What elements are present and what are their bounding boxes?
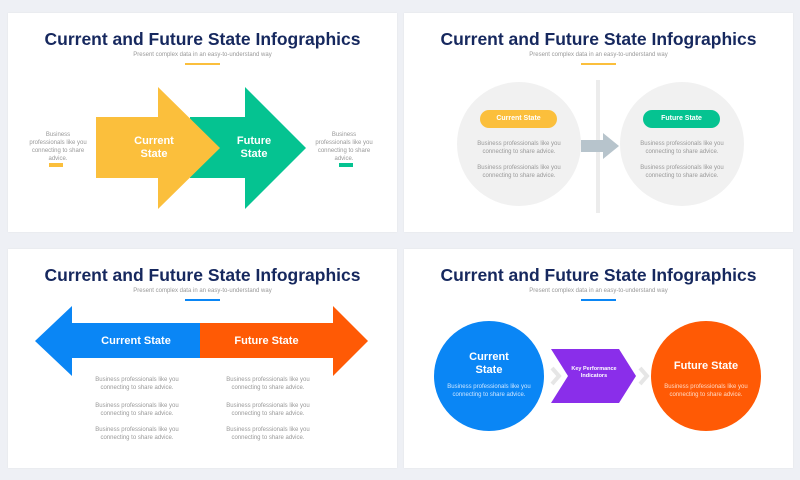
slide-title: Current and Future State Infographics	[440, 29, 757, 49]
current-description: Business professionals like you connecti…	[447, 384, 531, 398]
kpi-label: Key Performance Indicators	[571, 366, 617, 379]
future-description-1: Business professionals like you connecti…	[640, 141, 724, 155]
circles-graphic	[457, 80, 744, 213]
slide-title: Current and Future State Infographics	[44, 29, 361, 49]
slide-subtitle: Present complex data in an easy-to-under…	[529, 52, 668, 58]
arrow-right-icon	[581, 133, 619, 159]
future-state-arrow	[200, 306, 368, 376]
current-state-arrow	[96, 87, 220, 209]
title-underline	[185, 299, 220, 301]
current-state-circle	[434, 321, 544, 431]
title-underline	[581, 63, 616, 65]
future-state-pill: Future State	[643, 110, 720, 128]
kpi-graphic	[434, 321, 761, 431]
chevron-right-icon	[550, 366, 562, 386]
future-state-circle	[651, 321, 761, 431]
future-state-label: Future State	[234, 335, 299, 347]
slide-3[interactable]: Current and Future State Infographics Pr…	[8, 249, 397, 468]
right-description: Business professionals like you connecti…	[315, 132, 373, 162]
yellow-marker	[49, 163, 63, 167]
slide-subtitle: Present complex data in an easy-to-under…	[133, 52, 272, 58]
current-description-2: Business professionals like you connecti…	[95, 403, 179, 417]
current-state-pill: Current State	[480, 110, 557, 128]
slide-title: Current and Future State Infographics	[44, 265, 361, 285]
green-marker	[339, 163, 353, 167]
current-state-label: Current State	[134, 135, 174, 160]
title-underline	[185, 63, 220, 65]
current-state-arrow	[35, 306, 200, 376]
slide-2[interactable]: Current and Future State Infographics Pr…	[404, 13, 793, 232]
future-description-3: Business professionals like you connecti…	[226, 427, 310, 441]
future-description-1: Business professionals like you connecti…	[226, 377, 310, 391]
title-underline	[581, 299, 616, 301]
slide-1[interactable]: Current and Future State Infographics Pr…	[8, 13, 397, 232]
slide-subtitle: Present complex data in an easy-to-under…	[133, 288, 272, 294]
arrows-graphic	[49, 87, 353, 209]
slide-title: Current and Future State Infographics	[440, 265, 757, 285]
future-description-2: Business professionals like you connecti…	[640, 165, 724, 179]
current-state-label: Current State	[101, 335, 171, 347]
current-description-1: Business professionals like you connecti…	[95, 377, 179, 391]
current-state-label: Current State	[469, 351, 509, 376]
future-description: Business professionals like you connecti…	[664, 384, 748, 398]
current-description-2: Business professionals like you connecti…	[477, 165, 561, 179]
future-state-label: Future State	[236, 135, 272, 160]
current-description-1: Business professionals like you connecti…	[477, 141, 561, 155]
future-description-2: Business professionals like you connecti…	[226, 403, 310, 417]
left-description: Business professionals like you connecti…	[29, 132, 87, 162]
slide-subtitle: Present complex data in an easy-to-under…	[529, 288, 668, 294]
kpi-chevron	[551, 349, 636, 403]
current-description-3: Business professionals like you connecti…	[95, 427, 179, 441]
double-arrow-graphic	[35, 306, 368, 376]
slide-4[interactable]: Current and Future State Infographics Pr…	[404, 249, 793, 468]
future-state-label: Future State	[673, 360, 739, 372]
future-state-arrow	[190, 87, 306, 209]
chevron-right-icon	[638, 366, 650, 386]
